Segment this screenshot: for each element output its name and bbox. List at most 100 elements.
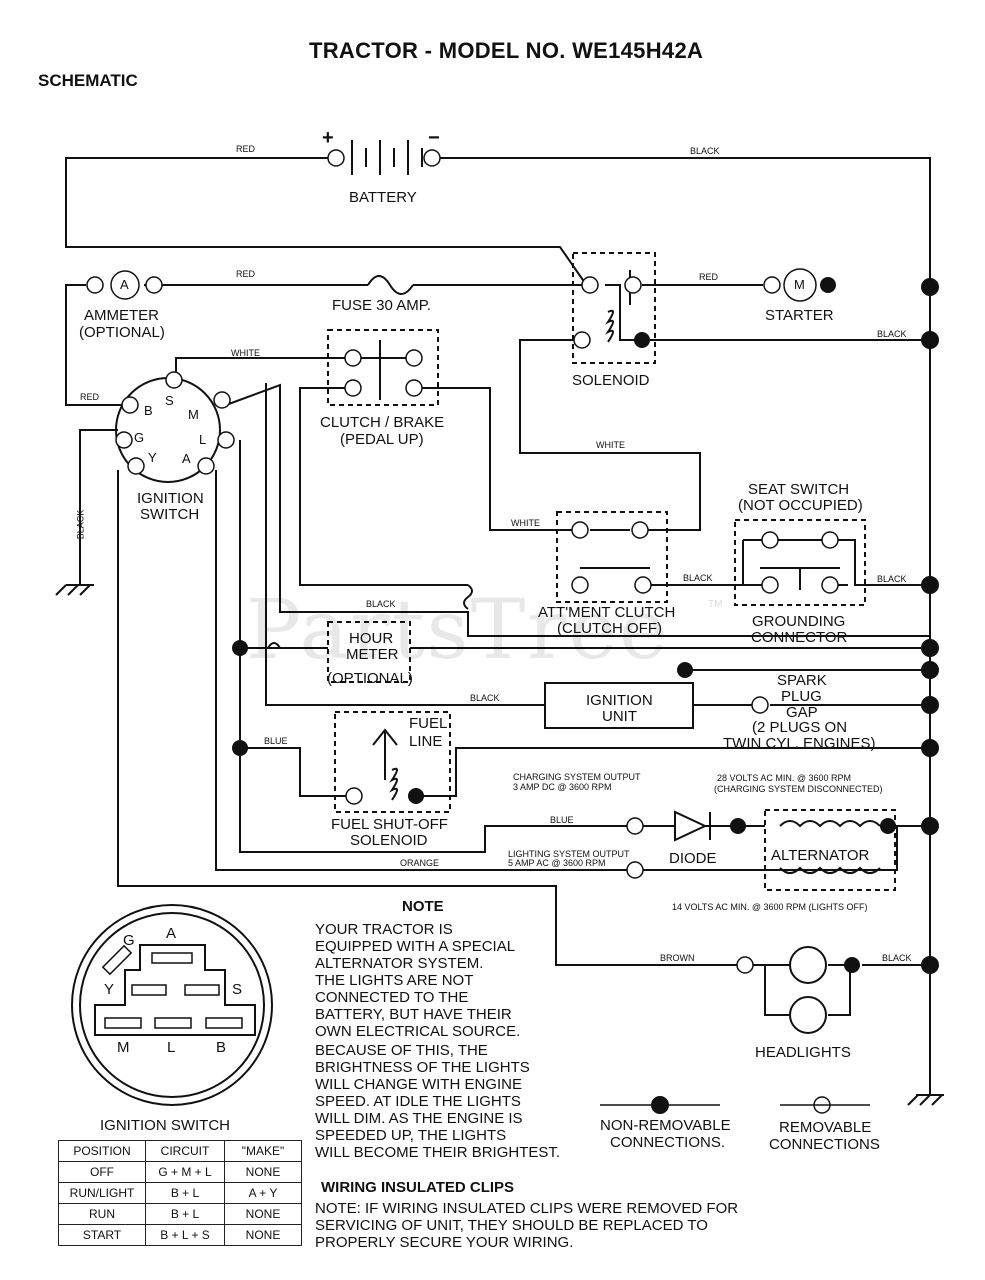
wire-ammeter-left xyxy=(65,284,124,406)
ignition-unit-sub: UNIT xyxy=(602,708,637,725)
wiring-clips-heading: WIRING INSULATED CLIPS xyxy=(321,1179,515,1196)
table-cell: RUN/LIGHT xyxy=(58,1182,146,1204)
diode-label: DIODE xyxy=(669,850,717,867)
legend-non-removable: NON-REMOVABLE xyxy=(600,1117,731,1134)
ammeter-symbol: A xyxy=(120,277,129,292)
ign-terminal-a: A xyxy=(182,451,191,466)
solenoid-box xyxy=(572,252,656,364)
note-line: BATTERY, BUT HAVE THEIR xyxy=(315,1006,512,1023)
wire-label-black-seat: BLACK xyxy=(877,574,907,584)
hour-meter-optional: (OPTIONAL) xyxy=(327,670,413,687)
face-letter-l: L xyxy=(167,1039,176,1056)
face-letter-m: M xyxy=(117,1039,130,1056)
face-letter-s: S xyxy=(232,981,243,998)
ammeter-label: AMMETER xyxy=(84,307,159,324)
fuel-line-sub: LINE xyxy=(409,733,443,750)
face-letter-g: G xyxy=(123,932,135,949)
table-row: RUN/LIGHT B + L A + Y xyxy=(58,1182,302,1204)
wire-label-red-starter: RED xyxy=(699,272,719,282)
fuel-solenoid-sub: SOLENOID xyxy=(350,832,428,849)
wiring-clips-line: SERVICING OF UNIT, THEY SHOULD BE REPLAC… xyxy=(315,1217,708,1234)
clutch-brake-label: CLUTCH / BRAKE xyxy=(320,414,445,431)
diode-symbol xyxy=(674,810,708,842)
wire-label-orange: ORANGE xyxy=(400,858,440,868)
wire-red-battery xyxy=(65,157,586,284)
charging-output-1: CHARGING SYSTEM OUTPUT xyxy=(513,772,641,782)
wire-label-white-att: WHITE xyxy=(511,518,540,528)
note-line: OWN ELECTRICAL SOURCE. xyxy=(315,1023,521,1040)
table-cell: B + L xyxy=(145,1182,225,1204)
table-row: START B + L + S NONE xyxy=(58,1224,302,1246)
table-cell: B + L xyxy=(145,1203,225,1225)
battery-label: BATTERY xyxy=(349,189,417,206)
ignition-switch-label: IGNITION xyxy=(137,490,204,507)
wire-label-white-top: WHITE xyxy=(231,348,260,358)
section-label: SCHEMATIC xyxy=(38,71,138,90)
wire-label-black-att: BLACK xyxy=(683,573,713,583)
note-line: WILL DIM. AS THE ENGINE IS xyxy=(315,1110,523,1127)
ign-terminal-s: S xyxy=(165,393,174,408)
charging-output-2: 3 AMP DC @ 3600 RPM xyxy=(513,782,612,792)
fuse-label: FUSE 30 AMP. xyxy=(332,297,431,314)
note-line: BRIGHTNESS OF THE LIGHTS xyxy=(315,1059,530,1076)
headlight-1 xyxy=(789,946,827,984)
hour-meter-sub: METER xyxy=(346,646,399,663)
wire-black-ign xyxy=(265,383,545,706)
legend-non-removable-2: CONNECTIONS. xyxy=(610,1134,726,1151)
face-letter-y: Y xyxy=(104,981,115,998)
note-line: WILL BECOME THEIR BRIGHTEST. xyxy=(315,1144,561,1161)
fuel-solenoid-box xyxy=(334,711,451,813)
battery-symbol xyxy=(351,140,423,175)
starter-symbol: M xyxy=(794,277,805,292)
lighting-output-1: LIGHTING SYSTEM OUTPUT xyxy=(508,849,630,859)
switch-face-outline xyxy=(94,944,256,1036)
table-cell: START xyxy=(58,1224,146,1246)
table-cell: NONE xyxy=(224,1224,302,1246)
note-line: CONNECTED TO THE xyxy=(315,989,469,1006)
table-header: "MAKE" xyxy=(224,1140,302,1162)
headlights-label: HEADLIGHTS xyxy=(755,1044,851,1061)
ignition-table: POSITION CIRCUIT "MAKE" OFF G + M + L NO… xyxy=(58,1140,302,1246)
fuse-element xyxy=(367,275,414,295)
legend-removable: REMOVABLE xyxy=(779,1119,872,1136)
ac-14v: 14 VOLTS AC MIN. @ 3600 RPM (LIGHTS OFF) xyxy=(672,902,868,912)
spark-plug-line2: PLUG xyxy=(781,688,822,705)
wire-label-red-fuse: RED xyxy=(236,269,256,279)
wire-label-black-solenoid: BLACK xyxy=(877,329,907,339)
ac-28v-1: 28 VOLTS AC MIN. @ 3600 RPM xyxy=(717,773,852,783)
wire-label-blue-fuel: BLUE xyxy=(264,736,288,746)
table-cell: OFF xyxy=(58,1161,146,1183)
note-line: SPEED. AT IDLE THE LIGHTS xyxy=(315,1093,521,1110)
wire-label-black-mid: BLACK xyxy=(366,599,396,609)
wire-label-black-left: BLACK xyxy=(75,509,86,540)
note-line: ALTERNATOR SYSTEM. xyxy=(315,955,484,972)
table-cell: NONE xyxy=(224,1161,302,1183)
wire-label-black-ign: BLACK xyxy=(470,693,500,703)
fuel-solenoid-label: FUEL SHUT-OFF xyxy=(331,816,448,833)
solenoid-coil xyxy=(605,309,614,343)
seat-switch-label: SEAT SWITCH xyxy=(748,481,850,498)
face-letter-a: A xyxy=(166,925,177,942)
table-header: POSITION xyxy=(58,1140,146,1162)
lighting-output-2: 5 AMP AC @ 3600 RPM xyxy=(508,858,606,868)
ammeter-optional: (OPTIONAL) xyxy=(79,324,165,341)
ign-terminal-m: M xyxy=(188,407,199,422)
wire-label-brown: BROWN xyxy=(660,953,695,963)
legend-removable-2: CONNECTIONS xyxy=(769,1136,880,1153)
alternator-label: ALTERNATOR xyxy=(771,847,870,864)
ign-terminal-g: G xyxy=(134,430,145,445)
wire-blue-fuel xyxy=(239,440,632,853)
wire-black-mid xyxy=(225,383,930,637)
face-letter-b: B xyxy=(216,1039,227,1056)
ign-terminal-y: Y xyxy=(148,450,157,465)
battery-plus: + xyxy=(322,127,334,149)
seat-switch-box xyxy=(734,519,866,606)
wire-label-red-top: RED xyxy=(236,144,256,154)
ign-terminal-b: B xyxy=(144,403,153,418)
ignition-unit-label: IGNITION xyxy=(586,692,653,709)
wire-brown xyxy=(117,470,738,966)
note-heading: NOTE xyxy=(402,898,444,915)
table-cell: NONE xyxy=(224,1203,302,1225)
ign-terminal-l: L xyxy=(199,432,207,447)
